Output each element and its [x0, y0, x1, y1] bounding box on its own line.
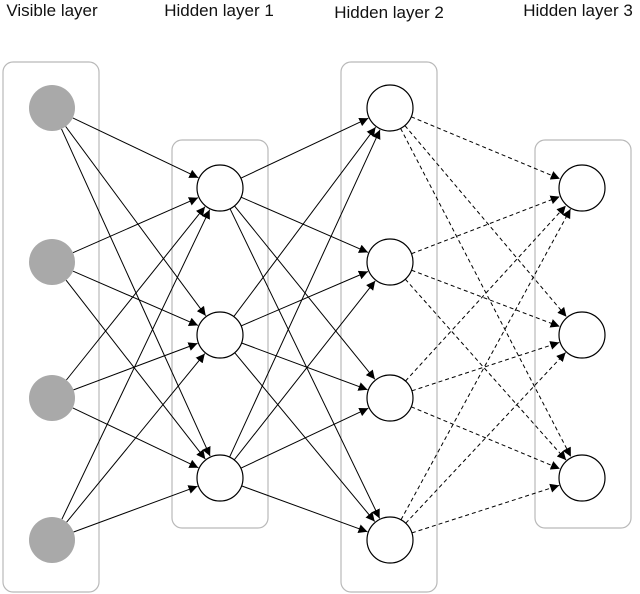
edge-hidden-2-2-to-hidden-3-3	[404, 278, 567, 461]
edge-hidden-2-4-to-hidden-3-1	[400, 208, 571, 521]
layer-box-hidden-3	[534, 139, 632, 529]
edge-hidden-1-1-to-hidden-2-2	[240, 196, 369, 253]
layer-title-hidden-3: Hidden layer 3	[523, 1, 633, 20]
edge-hidden-1-2-to-hidden-2-2	[240, 270, 369, 327]
edge-hidden-2-3-to-hidden-3-3	[411, 406, 560, 470]
edge-visible-4-to-hidden-1-2	[66, 353, 206, 523]
edge-visible-2-to-hidden-1-1	[72, 197, 199, 254]
edge-hidden-2-4-to-hidden-3-2	[405, 352, 566, 524]
edge-hidden-1-1-to-hidden-2-1	[240, 117, 369, 179]
layer-box-hidden-2	[340, 61, 438, 593]
node-hidden-1-3	[196, 454, 244, 502]
node-visible-4	[29, 517, 75, 563]
edge-visible-1-to-hidden-1-2	[65, 126, 207, 316]
edge-hidden-1-1-to-hidden-2-4	[229, 208, 381, 519]
edge-visible-3-to-hidden-1-2	[73, 342, 198, 391]
edge-visible-4-to-hidden-1-1	[61, 209, 211, 520]
edge-hidden-1-3-to-hidden-2-1	[229, 129, 381, 458]
node-visible-2	[29, 239, 75, 285]
edge-hidden-2-2-to-hidden-3-1	[411, 195, 560, 255]
layer-nodes	[29, 84, 606, 564]
node-visible-1	[29, 85, 75, 131]
edge-hidden-2-3-to-hidden-3-2	[411, 341, 560, 392]
layer-box-hidden-1	[171, 139, 269, 529]
edge-hidden-2-2-to-hidden-3-2	[411, 269, 560, 328]
edge-hidden-1-3-to-hidden-2-3	[240, 407, 369, 469]
node-hidden-1-2	[196, 311, 244, 359]
node-visible-3	[29, 375, 75, 421]
connection-edges	[61, 116, 572, 534]
edge-hidden-1-3-to-hidden-2-4	[241, 485, 368, 533]
edge-hidden-1-2-to-hidden-2-1	[233, 126, 377, 317]
layer-title-hidden-1: Hidden layer 1	[164, 1, 274, 20]
node-hidden-2-2	[366, 238, 414, 286]
layer-box-visible	[2, 61, 100, 593]
edge-visible-3-to-hidden-1-1	[66, 206, 206, 381]
edge-hidden-2-4-to-hidden-3-3	[411, 483, 560, 534]
node-hidden-3-1	[558, 164, 606, 212]
edge-hidden-1-2-to-hidden-2-3	[241, 342, 368, 391]
node-hidden-3-2	[558, 311, 606, 359]
edge-visible-2-to-hidden-1-2	[72, 270, 199, 326]
node-hidden-2-1	[366, 84, 414, 132]
edge-visible-2-to-hidden-1-3	[65, 279, 206, 460]
node-hidden-2-4	[366, 516, 414, 564]
edge-hidden-2-3-to-hidden-3-1	[405, 205, 567, 382]
node-hidden-1-1	[196, 164, 244, 212]
node-hidden-2-3	[366, 374, 414, 422]
edge-hidden-1-3-to-hidden-2-2	[233, 280, 376, 461]
edge-visible-1-to-hidden-1-1	[72, 117, 199, 179]
edge-visible-4-to-hidden-1-3	[73, 485, 198, 533]
node-hidden-3-3	[558, 454, 606, 502]
layer-title-visible: Visible layer	[6, 1, 98, 20]
edge-hidden-2-1-to-hidden-3-1	[411, 116, 560, 180]
layer-title-hidden-2: Hidden layer 2	[334, 3, 444, 22]
edge-hidden-1-2-to-hidden-2-4	[234, 352, 376, 522]
edge-hidden-2-1-to-hidden-3-2	[404, 125, 567, 318]
